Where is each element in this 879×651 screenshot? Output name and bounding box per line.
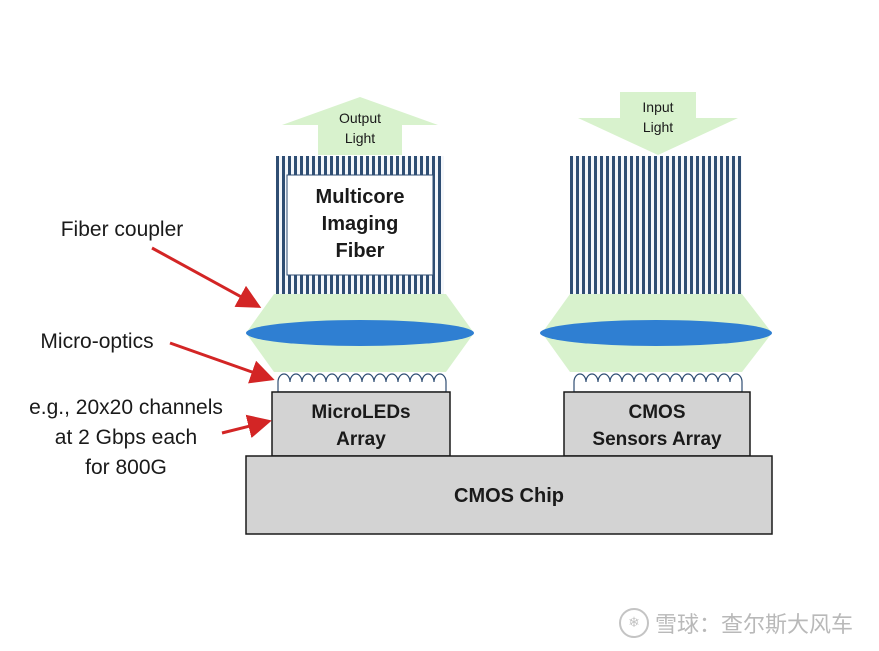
fiber-coupler-pointer-arrow xyxy=(151,246,262,308)
microleds-array-label-line1: MicroLEDs xyxy=(311,402,410,423)
input-light-label-line1: Input xyxy=(642,99,673,115)
snowball-logo-icon: ❄ xyxy=(618,608,649,638)
cmos-sensors-label-line2: Sensors Array xyxy=(592,429,722,450)
left-micro-optics xyxy=(277,373,447,393)
cmos-chip-box xyxy=(245,455,773,535)
fiber-label-line2: Imaging xyxy=(322,213,399,235)
output-light-label-line2: Light xyxy=(345,130,375,146)
fiber-label-line1: Multicore xyxy=(316,186,405,208)
output-light-arrow: Output Light xyxy=(282,97,438,155)
right-micro-optics xyxy=(573,373,743,393)
fiber-label-line3: Fiber xyxy=(336,240,385,262)
output-light-label-line1: Output xyxy=(339,110,381,126)
channels-annotation-line3: for 800G xyxy=(85,456,167,479)
channels-pointer-arrow xyxy=(221,414,272,439)
left-lens xyxy=(246,320,474,346)
watermark: ❄ 雪球：查尔斯大风车 xyxy=(618,607,853,639)
input-light-arrow: Input Light xyxy=(578,92,738,155)
cmos-sensors-label-line1: CMOS xyxy=(629,402,686,423)
right-multicore-fiber xyxy=(570,156,742,294)
cmos-sensors-array-box xyxy=(563,391,751,457)
microleds-array-box xyxy=(271,391,451,457)
micro-optics-pointer-arrow xyxy=(169,341,275,384)
fiber-coupler-annotation: Fiber coupler xyxy=(61,218,184,241)
channels-annotation-line1: e.g., 20x20 channels xyxy=(29,396,223,419)
input-light-label-line2: Light xyxy=(643,119,673,135)
watermark-text: 雪球：查尔斯大风车 xyxy=(654,613,853,638)
right-lens xyxy=(540,320,772,346)
fiber-label-box xyxy=(286,174,434,276)
channels-annotation-line2: at 2 Gbps each xyxy=(55,426,197,449)
cmos-chip-label: CMOS Chip xyxy=(454,485,564,507)
micro-optics-annotation: Micro-optics xyxy=(40,330,153,353)
microleds-array-label-line2: Array xyxy=(336,429,386,450)
